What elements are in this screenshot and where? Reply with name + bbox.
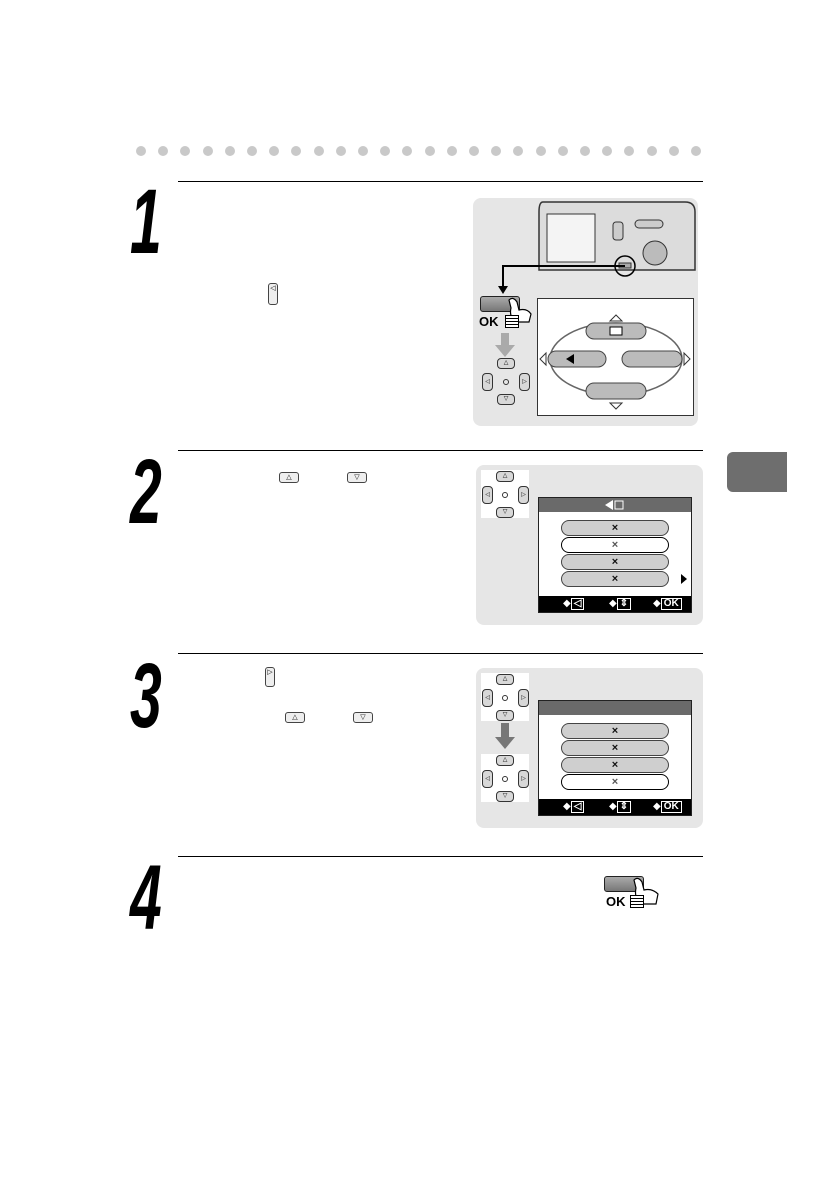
down-arrow-key-icon: ▽ [347,472,367,483]
header-dot [446,146,457,156]
down-arrow-key-icon: ▽ [353,712,373,723]
ok-label: OK [606,894,626,909]
menu-item-selected: × [561,537,669,553]
ok-key-label: OK [660,801,682,813]
header-dot [624,146,635,156]
menu-item: × [561,520,669,536]
step-2-rule [178,450,703,451]
section-tab [727,452,787,492]
step-4-rule [178,856,703,857]
lcd-menu-ring [537,298,694,416]
menu-item: × [561,723,669,739]
camera-back-icon [538,201,696,277]
down-gray-arrow-icon [495,723,515,749]
menu-icon [630,895,644,908]
menu-item: × [561,757,669,773]
step-3-illustration: △ ◁ ▷ ▽ △ ◁ ▷ ▽ × × × × ◆◁ ◆⇕ ◆OK [476,668,703,828]
step-3-number: 3 [130,645,162,747]
header-dot [358,146,368,156]
step-1-rule [178,181,703,182]
header-dot [513,146,524,156]
step-2-number: 2 [130,441,162,543]
header-dot [269,146,280,156]
header-dot [180,146,191,156]
connector-arrow [498,265,625,294]
lcd-title-bar [539,701,691,715]
down-gray-arrow-icon [495,333,515,357]
header-dot [424,146,435,156]
step-1-illustration: OK △ ◁ ▷ ▽ [473,198,698,426]
up-arrow-key-icon: △ [285,712,305,723]
left-arrow-key-icon: ◁ [268,283,278,305]
header-dot [335,146,346,156]
dotted-header-line [136,146,704,158]
header-dot [402,146,413,156]
header-dot [158,146,169,156]
header-dot [469,146,479,156]
menu-item: × [561,571,669,587]
header-dot [202,146,213,156]
header-dot [691,146,701,156]
menu-item: × [561,554,669,570]
header-dot [224,146,235,156]
header-dot [313,146,324,156]
card-setup-icon [605,500,624,510]
ok-label: OK [479,314,499,329]
header-dot [602,146,613,156]
step-2-illustration: △ ◁ ▷ ▽ × × × × ◆◁ ◆⇕ ◆OK [476,465,703,625]
lcd-menu-screen: × × × × ◆◁ ◆⇕ ◆OK [538,497,692,613]
more-right-arrow-icon [681,574,687,584]
arrow-pad-icon: △ ◁ ▷ ▽ [481,470,529,518]
step-4-number: 4 [130,847,162,949]
header-dot [247,146,257,156]
menu-item: × [561,740,669,756]
menu-icon [505,315,519,328]
header-dot [136,146,146,156]
header-dot [535,146,546,156]
right-arrow-key-icon: ▷ [265,667,275,687]
lcd-footer: ◆◁ ◆⇕ ◆OK [539,596,691,612]
lcd-footer: ◆◁ ◆⇕ ◆OK [539,799,691,815]
arrow-pad-icon: △ ◁ ▷ ▽ [482,358,530,406]
lcd-title-bar [539,498,691,512]
header-dot [291,146,302,156]
header-dot [580,146,590,156]
menu-item-selected: × [561,774,669,790]
step-3-rule [178,653,703,654]
lcd-menu-screen: × × × × ◆◁ ◆⇕ ◆OK [538,700,692,816]
arrow-pad-icon: △ ◁ ▷ ▽ [481,673,529,721]
header-dot [491,146,502,156]
header-dot [668,146,679,156]
arrow-pad-icon: △ ◁ ▷ ▽ [481,754,529,802]
ok-key-label: OK [660,598,682,610]
header-dot [557,146,568,156]
header-dot [380,146,391,156]
header-dot [646,146,657,156]
step-1-number: 1 [130,171,162,273]
up-arrow-key-icon: △ [279,472,299,483]
